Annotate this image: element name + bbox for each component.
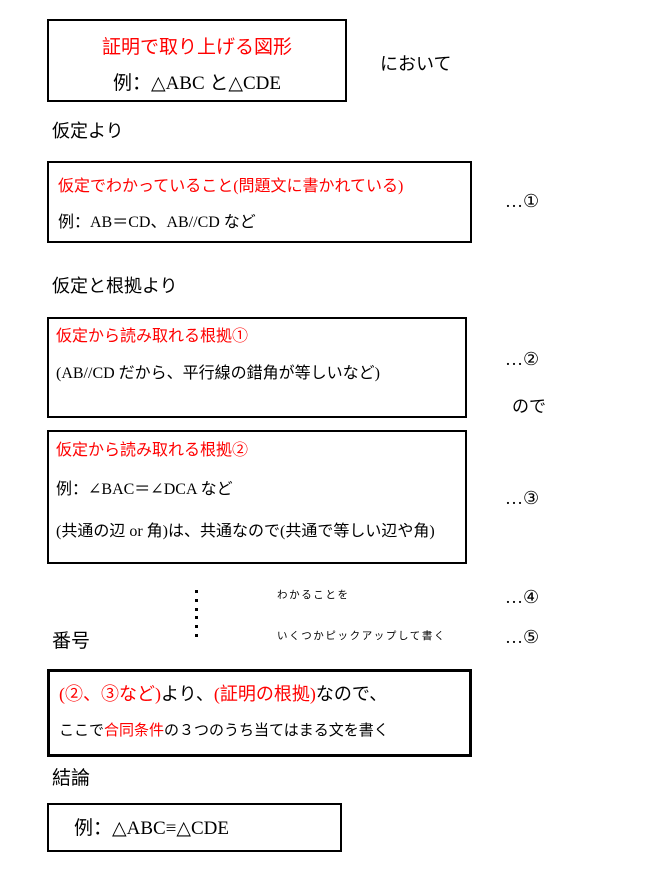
congruence-line-2: ここで合同条件の３つのうち当てはまる文を書く — [59, 724, 389, 739]
congruence-condition-box: (②、③など)より、(証明の根拠)なので、 ここで合同条件の３つのうち当てはまる… — [47, 669, 472, 757]
figure-box-example-line: 例：△ABC と△CDE — [112, 73, 282, 94]
congruence-line-2-black-b: の３つのうち当てはまる文を書く — [164, 723, 389, 739]
congruence-line-1-red-a: (②、③など) — [59, 684, 161, 704]
congruence-line-1-red-b: (証明の根拠) — [213, 684, 316, 704]
reason2-box: 仮定から読み取れる根拠② 例：∠BAC＝∠DCA など (共通の辺 or 角)は… — [47, 430, 467, 564]
congruence-line-1: (②、③など)より、(証明の根拠)なので、 — [59, 685, 387, 703]
marker-1: …① — [505, 191, 540, 211]
hypothesis-box: 仮定でわかっていること(問題文に書かれている) 例：AB＝CD、AB//CD な… — [47, 161, 472, 243]
reason2-box-common-line: (共通の辺 or 角)は、共通なので(共通で等しい辺や角) — [56, 523, 435, 540]
vertical-ellipsis-icon — [194, 590, 198, 637]
congruence-line-2-black-a: ここで — [59, 723, 105, 739]
hypothesis-heading: 仮定より — [52, 121, 124, 141]
reason1-box-detail-line: (AB//CD だから、平行線の錯角が等しいなど) — [56, 365, 381, 382]
reason1-box-red-line: 仮定から読み取れる根拠① — [56, 328, 249, 345]
marker-5: …⑤ — [505, 627, 540, 647]
congruence-line-2-red: 合同条件 — [104, 723, 165, 739]
reason2-box-example-line: 例：∠BAC＝∠DCA など — [56, 481, 233, 498]
congruence-line-1-black-b: なので、 — [315, 684, 388, 704]
continuation-note-bottom: いくつかピックアップして書く — [277, 631, 447, 642]
continuation-note-top: わかることを — [277, 590, 350, 601]
hypothesis-box-red-line: 仮定でわかっていること(問題文に書かれている) — [58, 178, 404, 195]
figure-suffix-label: において — [380, 54, 452, 74]
figure-box-red-line: 証明で取り上げる図形 — [101, 37, 292, 58]
marker-2: …② — [505, 349, 540, 369]
conclusion-box: 例：△ABC≡△CDE — [47, 803, 342, 852]
reasons-connector-label: ので — [512, 397, 546, 416]
marker-4: …④ — [505, 587, 540, 607]
congruence-line-1-black-a: より、 — [161, 684, 214, 704]
reason2-box-red-line: 仮定から読み取れる根拠② — [56, 442, 249, 459]
reason1-box: 仮定から読み取れる根拠① (AB//CD だから、平行線の錯角が等しいなど) — [47, 317, 467, 418]
figure-box: 証明で取り上げる図形 例：△ABC と△CDE — [47, 19, 347, 102]
conclusion-heading: 結論 — [52, 768, 91, 789]
conclusion-box-line: 例：△ABC≡△CDE — [74, 818, 230, 839]
marker-3: …③ — [505, 488, 540, 508]
hypothesis-box-example-line: 例：AB＝CD、AB//CD など — [58, 214, 256, 231]
numbers-label: 番号 — [52, 631, 91, 652]
reasons-heading: 仮定と根拠より — [52, 276, 178, 296]
